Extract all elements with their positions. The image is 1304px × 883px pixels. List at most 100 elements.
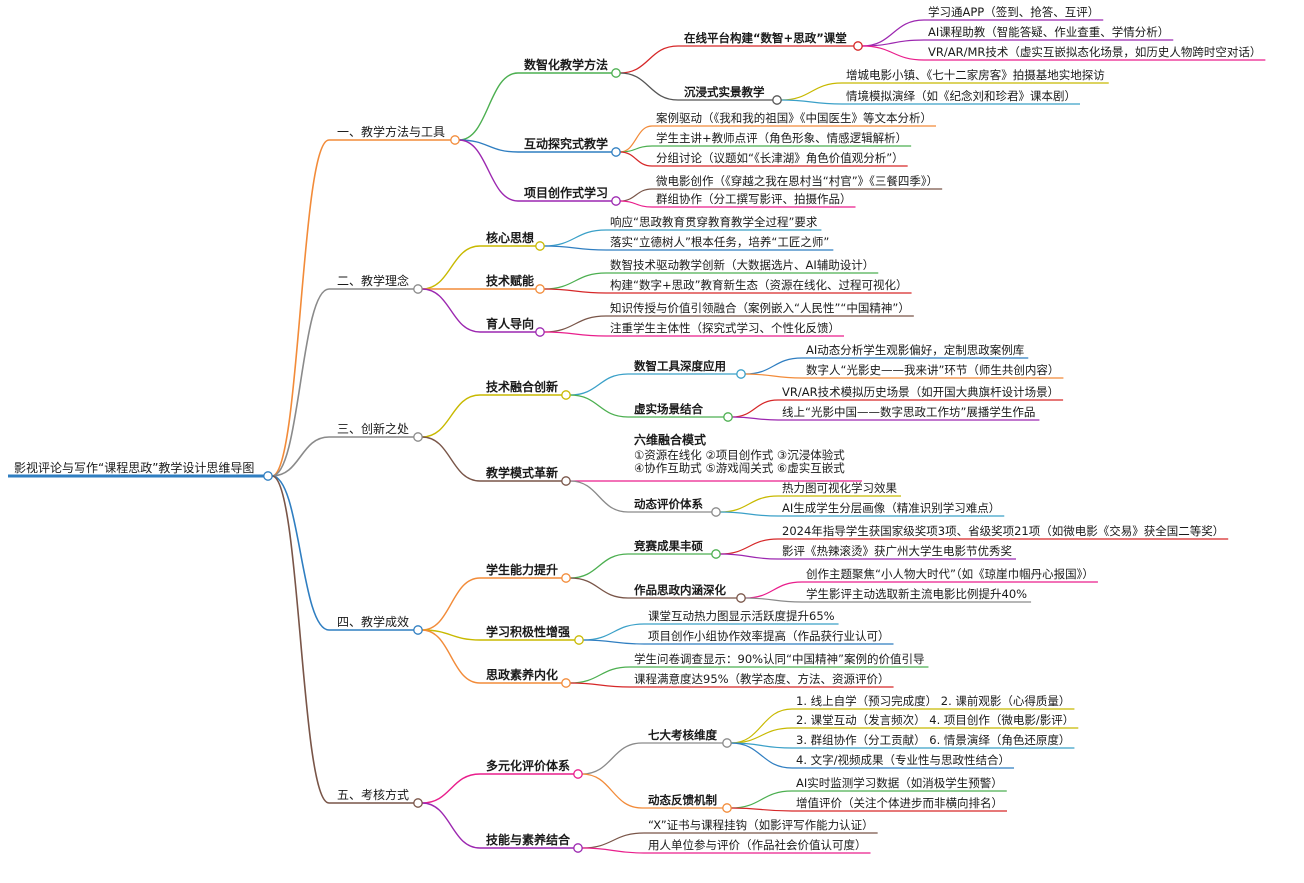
leaf-item[interactable]: 增值评价（关注个体进步而非横向排名） — [796, 796, 1003, 810]
topic-toggle[interactable] — [561, 476, 571, 486]
topic-toggle[interactable] — [611, 196, 621, 206]
topic-title[interactable]: 思政素养内化 — [486, 667, 558, 682]
subtopic-title[interactable]: 竞赛成果丰硕 — [634, 539, 703, 553]
leaf-item[interactable]: 微电影创作（《穿越之我在恩村当“村官”》《三餐四季》） — [656, 174, 938, 188]
leaf-item[interactable]: 2. 课堂互动（发言频次） 4. 项目创作（微电影/影评） — [796, 713, 1074, 727]
subtopic-title[interactable]: 数智工具深度应用 — [634, 359, 726, 373]
topic-connector — [458, 72, 519, 141]
subtopic-title[interactable]: 在线平台构建“数智+思政”课堂 — [684, 31, 847, 45]
leaf-item[interactable]: 知识传授与价值引领融合（案例嵌入“人民性”“中国精神”） — [610, 301, 910, 315]
topic-title[interactable]: 学习积极性增强 — [486, 624, 570, 639]
leaf-item[interactable]: AI动态分析学生观影偏好，定制思政案例库 — [806, 343, 1024, 357]
topic-toggle[interactable] — [611, 147, 621, 157]
leaf-item[interactable]: 数字人“光影史——我来讲”环节（师生共创内容） — [806, 363, 1059, 377]
leaf-item[interactable]: 创作主题聚焦“小人物大时代”（如《琼崖巾帼丹心报国》） — [806, 567, 1094, 581]
branch-toggle[interactable] — [413, 432, 423, 442]
leaf-item[interactable]: 3. 群组协作（分工贡献） 6. 情景演绎（角色还原度） — [796, 733, 1070, 747]
leaf-item[interactable]: 4. 文字/视频成果（专业性与思政性结合） — [796, 753, 1010, 767]
leaf-item[interactable]: 1. 线上自学（预习完成度） 2. 课前观影（心得质量） — [796, 694, 1070, 708]
leaf-item[interactable]: 数智技术驱动教学创新（大数据选片、AI辅助设计） — [610, 258, 874, 272]
topic-toggle[interactable] — [573, 843, 583, 853]
subtopic-toggle[interactable] — [711, 507, 721, 517]
leaf-item[interactable]: 案例驱动（《我和我的祖国》《中国医生》等文本分析） — [656, 111, 932, 125]
topic-toggle[interactable] — [535, 241, 545, 251]
topic-title[interactable]: 技术赋能 — [486, 273, 534, 288]
six-mode-line-2[interactable]: ④协作互助式 ⑤游戏闯关式 ⑥虚实互嵌式 — [634, 461, 845, 475]
branch-toggle[interactable] — [413, 625, 423, 635]
topic-title[interactable]: 互动探究式教学 — [524, 136, 608, 151]
topic-title[interactable]: 数智化教学方法 — [524, 57, 608, 72]
leaf-item[interactable]: 学生问卷调查显示：90%认同“中国精神”案例的价值引导 — [634, 652, 924, 666]
leaf-item[interactable]: 学生影评主动选取新主流电影比例提升40% — [806, 587, 1027, 601]
topic-title[interactable]: 教学模式革新 — [485, 465, 558, 480]
topic-toggle[interactable] — [535, 327, 545, 337]
leaf-item[interactable]: 影评《热辣滚烫》获广州大学生电影节优秀奖 — [782, 544, 1012, 558]
leaf-item[interactable]: AI生成学生分层画像（精准识别学习难点） — [782, 501, 1000, 515]
leaf-item[interactable]: 学生主讲+教师点评（角色形象、情感逻辑解析） — [656, 131, 907, 145]
subtopic-toggle[interactable] — [723, 412, 733, 422]
branch-toggle[interactable] — [413, 798, 423, 808]
leaf-item[interactable]: 情境模拟演绎（如《纪念刘和珍君》课本剧） — [846, 89, 1076, 103]
leaf-item[interactable]: VR/AR技术模拟历史场景（如开国大典旗杆设计场景） — [782, 385, 1059, 399]
leaf-item[interactable]: 群组协作（分工撰写影评、拍摄作品） — [656, 192, 852, 206]
leaf-item[interactable]: 构建“数字+思政”教育新生态（资源在线化、过程可视化） — [610, 278, 908, 292]
subtopic-toggle[interactable] — [772, 95, 782, 105]
topic-toggle[interactable] — [561, 390, 571, 400]
branch-title[interactable]: 三、创新之处 — [337, 421, 409, 436]
branch-title[interactable]: 五、考核方式 — [337, 787, 409, 802]
leaf-item[interactable]: 用人单位参与评价（作品社会价值认可度） — [648, 838, 867, 852]
leaf-item[interactable]: 课堂互动热力图显示活跃度提升65% — [648, 609, 835, 623]
subtopic-toggle[interactable] — [853, 41, 863, 51]
leaf-item[interactable]: VR/AR/MR技术（虚实互嵌拟态化场景，如历史人物跨时空对话） — [928, 45, 1261, 59]
leaf-item[interactable]: AI课程助教（智能答疑、作业查重、学情分析） — [928, 25, 1169, 39]
leaf-item[interactable]: 增城电影小镇、《七十二家房客》拍摄基地实地探访 — [846, 68, 1105, 82]
root-title[interactable]: 影视评论与写作“课程思政”教学设计思维导图 — [14, 460, 254, 475]
subtopic-title[interactable]: 七大考核维度 — [648, 728, 717, 742]
leaf-item[interactable]: 学习通APP（签到、抢答、互评） — [928, 5, 1099, 19]
topic-toggle[interactable] — [574, 635, 584, 645]
subtopic-toggle[interactable] — [722, 738, 732, 748]
six-mode-title[interactable]: 六维融合模式 — [634, 432, 706, 447]
topic-toggle[interactable] — [535, 284, 545, 294]
topic-title[interactable]: 育人导向 — [486, 316, 534, 331]
topic-toggle[interactable] — [573, 769, 583, 779]
topic-title[interactable]: 多元化评价体系 — [486, 758, 570, 773]
root-toggle[interactable] — [263, 471, 273, 481]
subtopic-title[interactable]: 动态反馈机制 — [648, 793, 717, 807]
leaf-item[interactable]: 注重学生主体性（探究式学习、个性化反馈） — [610, 321, 840, 335]
topic-title[interactable]: 技术融合创新 — [486, 379, 558, 394]
six-mode-line-1[interactable]: ①资源在线化 ②项目创作式 ③沉浸体验式 — [634, 448, 845, 462]
leaf-item[interactable]: 线上“光影中国——数字思政工作坊”展播学生作品 — [782, 405, 1035, 419]
subtopic-title[interactable]: 动态评价体系 — [634, 497, 703, 511]
leaf-item[interactable]: 落实“立德树人”根本任务，培养“工匠之师” — [610, 235, 829, 249]
topic-title[interactable]: 技能与素养结合 — [486, 832, 571, 847]
branch-title[interactable]: 一、教学方法与工具 — [337, 124, 445, 139]
subtopic-toggle[interactable] — [711, 549, 721, 559]
leaf-item[interactable]: 响应“思政教育贯穿教育教学全过程”要求 — [610, 215, 818, 229]
topic-title[interactable]: 核心思想 — [486, 230, 534, 245]
subtopic-toggle[interactable] — [722, 803, 732, 813]
leaf-item[interactable]: “X”证书与课程挂钩（如影评写作能力认证） — [648, 818, 874, 832]
topic-toggle[interactable] — [561, 678, 571, 688]
topic-title[interactable]: 项目创作式学习 — [524, 185, 608, 200]
leaf-connector — [861, 19, 925, 47]
leaf-item[interactable]: 课程满意度达95%（教学态度、方法、资源评价） — [634, 672, 890, 686]
branch-title[interactable]: 四、教学成效 — [337, 614, 409, 629]
subtopic-title[interactable]: 沉浸式实景教学 — [684, 85, 765, 99]
branch-title[interactable]: 二、教学理念 — [337, 273, 409, 288]
subtopic-title[interactable]: 作品思政内涵深化 — [634, 583, 726, 597]
branch-toggle[interactable] — [450, 135, 460, 145]
branch-toggle[interactable] — [413, 284, 423, 294]
leaf-item[interactable]: 2024年指导学生获国家级奖项3项、省级奖项21项（如微电影《交易》获全国二等奖… — [782, 524, 1224, 538]
topic-toggle[interactable] — [561, 573, 571, 583]
subtopic-toggle[interactable] — [736, 593, 746, 603]
leaf-item[interactable]: 项目创作小组协作效率提高（作品获行业认可） — [648, 629, 890, 643]
topic-title[interactable]: 学生能力提升 — [486, 562, 558, 577]
subtopic-toggle[interactable] — [736, 369, 746, 379]
leaf-item[interactable]: 热力图可视化学习效果 — [782, 481, 897, 495]
topic-toggle[interactable] — [611, 68, 621, 78]
leaf-item[interactable]: 分组讨论（议题如“《长津湖》角色价值观分析”） — [656, 151, 904, 165]
leaf-connector — [543, 315, 607, 333]
leaf-item[interactable]: AI实时监测学习数据（如消极学生预警） — [796, 776, 1003, 790]
subtopic-title[interactable]: 虚实场景结合 — [634, 402, 703, 416]
